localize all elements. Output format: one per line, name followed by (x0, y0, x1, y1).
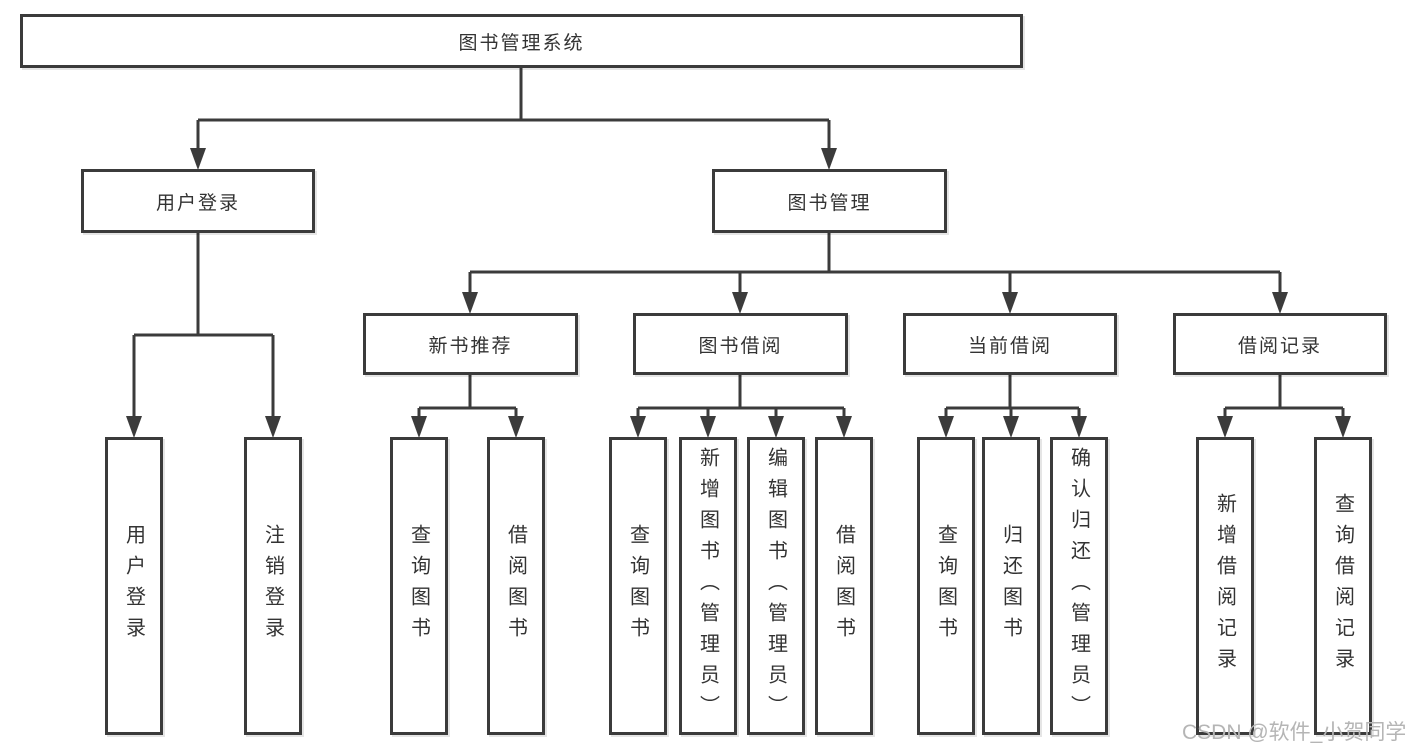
node-new-book-recommend: 新书推荐 (363, 313, 578, 375)
node-label: 新书推荐 (428, 335, 513, 357)
node-label: 用户登录 (122, 524, 145, 648)
node-label: 查询图书 (934, 524, 957, 648)
leaf-borrow-books-2: 借阅图书 (815, 437, 873, 735)
node-book-borrowing: 图书借阅 (633, 313, 848, 375)
arrowheads (126, 148, 1351, 438)
node-label: 编辑图书（管理员） (764, 446, 787, 726)
node-label: 图书借阅 (698, 335, 783, 357)
leaf-return-books: 归还图书 (982, 437, 1040, 735)
leaf-query-books-1: 查询图书 (390, 437, 448, 735)
connector-paths (132, 68, 1345, 422)
node-label: 查询图书 (626, 524, 649, 648)
node-book-management-branch: 图书管理 (712, 169, 947, 233)
leaf-query-borrow-record: 查询借阅记录 (1314, 437, 1372, 735)
node-label: 用户登录 (155, 192, 240, 214)
node-label: 借阅图书 (832, 524, 855, 648)
leaf-add-books-admin: 新增图书（管理员） (679, 437, 737, 735)
node-current-borrowing: 当前借阅 (903, 313, 1117, 375)
node-label: 当前借阅 (967, 335, 1052, 357)
node-root-system: 图书管理系统 (20, 14, 1023, 68)
leaf-borrow-books-1: 借阅图书 (487, 437, 545, 735)
csdn-watermark: CSDN @软件_小贺同学 (1182, 721, 1405, 744)
leaf-query-books-2: 查询图书 (609, 437, 667, 735)
node-label: 新增借阅记录 (1213, 493, 1236, 679)
node-label: 查询图书 (407, 524, 430, 648)
node-label: 图书管理 (787, 192, 872, 214)
leaf-add-borrow-record: 新增借阅记录 (1196, 437, 1254, 735)
node-label: 借阅记录 (1237, 335, 1322, 357)
node-label: 新增图书（管理员） (696, 446, 719, 726)
leaf-user-login: 用户登录 (105, 437, 163, 735)
leaf-edit-books-admin: 编辑图书（管理员） (747, 437, 805, 735)
node-user-login-branch: 用户登录 (81, 169, 315, 233)
leaf-logout: 注销登录 (244, 437, 302, 735)
node-label: 注销登录 (261, 524, 284, 648)
leaf-confirm-return-admin: 确认归还（管理员） (1050, 437, 1108, 735)
node-label: 归还图书 (999, 524, 1022, 648)
leaf-query-books-3: 查询图书 (917, 437, 975, 735)
node-label: 借阅图书 (504, 524, 527, 648)
node-label: 确认归还（管理员） (1067, 446, 1090, 726)
node-label: 查询借阅记录 (1331, 493, 1354, 679)
node-label: 图书管理系统 (458, 32, 585, 54)
node-borrowing-records: 借阅记录 (1173, 313, 1387, 375)
